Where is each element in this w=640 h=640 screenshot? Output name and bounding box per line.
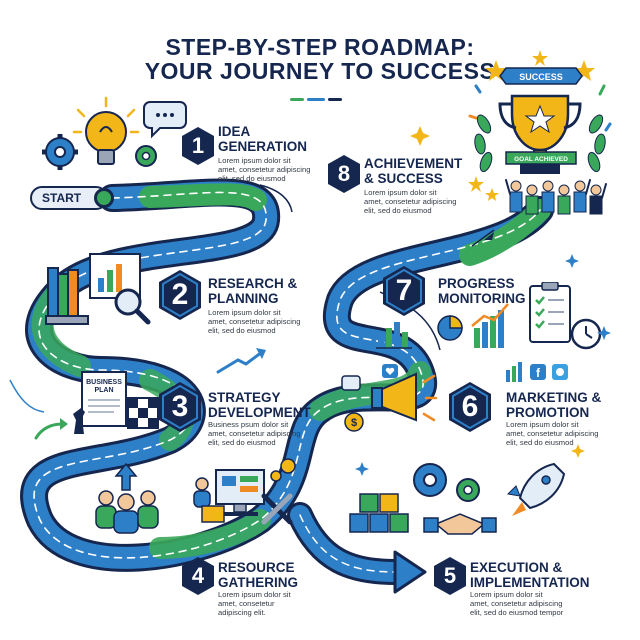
chat-bubble-icon <box>143 101 187 139</box>
bar-chart-icon <box>506 362 522 382</box>
step-1-badge: 1 <box>180 126 216 166</box>
checklist-icon <box>529 282 571 343</box>
trophy-illustration: SUCCESS GOAL ACHIEVED <box>468 50 612 215</box>
line-chart-icon <box>471 303 509 348</box>
team-icon <box>95 462 159 534</box>
title-underline <box>290 88 350 101</box>
step-8-title: ACHIEVEMENT& SUCCESS <box>364 156 463 186</box>
step-6-title: MARKETING &PROMOTION <box>506 390 602 420</box>
pie-chart-icon <box>437 315 463 341</box>
twitter-icon <box>552 364 568 380</box>
research-illustration <box>45 253 151 325</box>
page-title-line2: YOUR JOURNEY TO SUCCESS <box>144 58 496 84</box>
step-2-badge: 2 <box>156 268 204 322</box>
step-5-title: EXECUTION &IMPLEMENTATION <box>470 560 590 590</box>
goal-ribbon-text: GOAL ACHIEVED <box>514 156 568 163</box>
business-plan-label-1: BUSINESS <box>86 379 122 386</box>
step-4-badge: 4 <box>180 556 216 596</box>
computer-icon <box>215 469 265 516</box>
bar-chart-icon <box>376 322 412 349</box>
lightbulb-icon <box>72 96 140 165</box>
dollar-icon: $ <box>344 412 364 432</box>
step-5-badge: 5 <box>432 556 468 596</box>
gear-icon <box>456 478 480 502</box>
magnifier-icon <box>114 288 151 325</box>
page-title-line1: STEP-BY-STEP ROADMAP: <box>165 34 475 60</box>
wrench-icon <box>261 493 293 525</box>
start-marker <box>94 188 114 208</box>
goal-ribbon <box>505 151 577 165</box>
svg-text:$: $ <box>351 417 357 429</box>
business-plan-label-2: PLAN <box>94 387 113 394</box>
step-1-title: IDEA GENERATION <box>218 124 307 154</box>
success-banner-text: SUCCESS <box>519 72 563 82</box>
success-banner <box>499 67 583 85</box>
heart-icon <box>382 364 398 378</box>
resources-illustration <box>95 458 296 534</box>
team-icon <box>505 179 607 215</box>
clock-icon <box>570 318 602 350</box>
handshake-icon <box>423 513 497 535</box>
strategy-illustration: BUSINESS PLAN <box>73 371 159 434</box>
person-icon <box>193 477 211 508</box>
folder-icon <box>201 505 225 523</box>
coin-icon <box>270 458 296 482</box>
blocks-icon <box>349 493 409 533</box>
business-plan-icon <box>81 371 127 427</box>
execution-illustration <box>349 462 566 535</box>
books-icon <box>45 267 89 325</box>
star-icon <box>468 176 499 201</box>
monitoring-illustration <box>376 282 602 350</box>
gear-icon <box>42 134 78 170</box>
step-1-title-line1: IDEA <box>218 124 251 139</box>
confetti <box>468 84 612 132</box>
step-6-badge: 6 <box>446 380 494 434</box>
marketing-illustration: $ f <box>341 362 568 432</box>
step-2-title: RESEARCH &PLANNING <box>208 276 298 306</box>
speech-icon <box>341 375 361 391</box>
megaphone-icon <box>371 372 438 422</box>
chess-knight-icon <box>73 408 85 434</box>
idea-illustration <box>42 96 187 170</box>
step-3-badge: 3 <box>156 380 204 434</box>
rocket-icon <box>506 462 566 516</box>
chess-board-icon <box>127 397 159 429</box>
step-7-badge: 7 <box>380 264 428 318</box>
step-1-title-line2: GENERATION <box>218 139 308 154</box>
facebook-icon: f <box>530 364 546 380</box>
laurel-icon <box>474 114 606 173</box>
gear-icon <box>135 145 157 167</box>
step-8-badge: 8 <box>326 154 362 194</box>
svg-text:f: f <box>536 366 541 380</box>
gear-icon <box>413 463 447 497</box>
